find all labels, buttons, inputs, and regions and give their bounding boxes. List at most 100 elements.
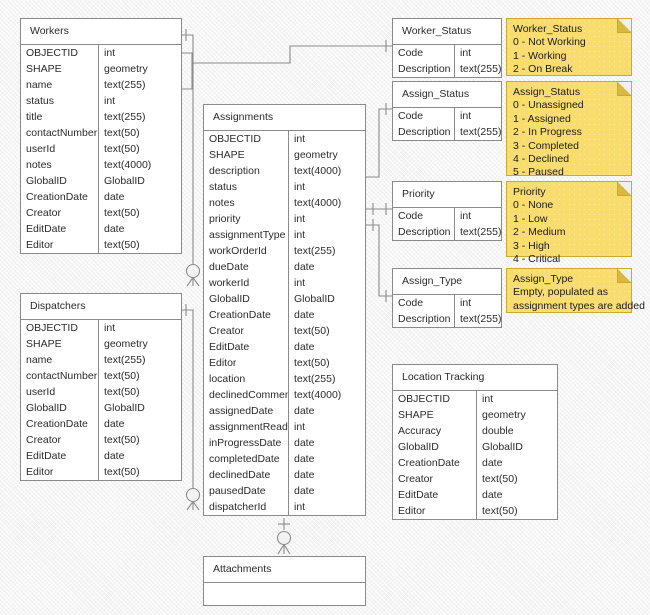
field-name: Description — [393, 61, 455, 77]
field-type: text(255) — [294, 373, 336, 385]
field-name: SHAPE — [21, 336, 99, 352]
link-assignments-priority-to-priority[interactable] — [366, 203, 392, 215]
field-type: int — [460, 210, 472, 222]
link-assignments-to-attachments[interactable] — [276, 518, 292, 555]
field-name: EditDate — [21, 448, 99, 464]
link-assignments-status-to-assign-status[interactable] — [366, 103, 392, 178]
entity-title: Worker_Status — [393, 19, 501, 45]
field-type: text(50) — [104, 143, 140, 155]
note-line: 1 - Working — [513, 49, 567, 62]
field-name: name — [21, 77, 99, 93]
link-assignments-assigntype-to-assign-type[interactable] — [366, 219, 392, 302]
link-workers-to-assignments-workerid[interactable] — [182, 29, 201, 287]
entity-attachments[interactable]: Attachments — [203, 556, 366, 606]
field-name: GlobalID — [21, 400, 99, 416]
field-name: GlobalID — [21, 173, 99, 189]
field-name: EditDate — [21, 221, 99, 237]
link-dispatchers-to-assignments-dispatcherid[interactable] — [182, 304, 201, 511]
link-workers-status-to-worker-status[interactable] — [175, 40, 392, 93]
note-line: 5 - Paused — [513, 166, 564, 179]
field-type: date — [294, 485, 315, 497]
note-line: 3 - High — [513, 239, 550, 252]
field-name: userId — [21, 384, 99, 400]
note-line: 4 - Critical — [513, 253, 561, 266]
